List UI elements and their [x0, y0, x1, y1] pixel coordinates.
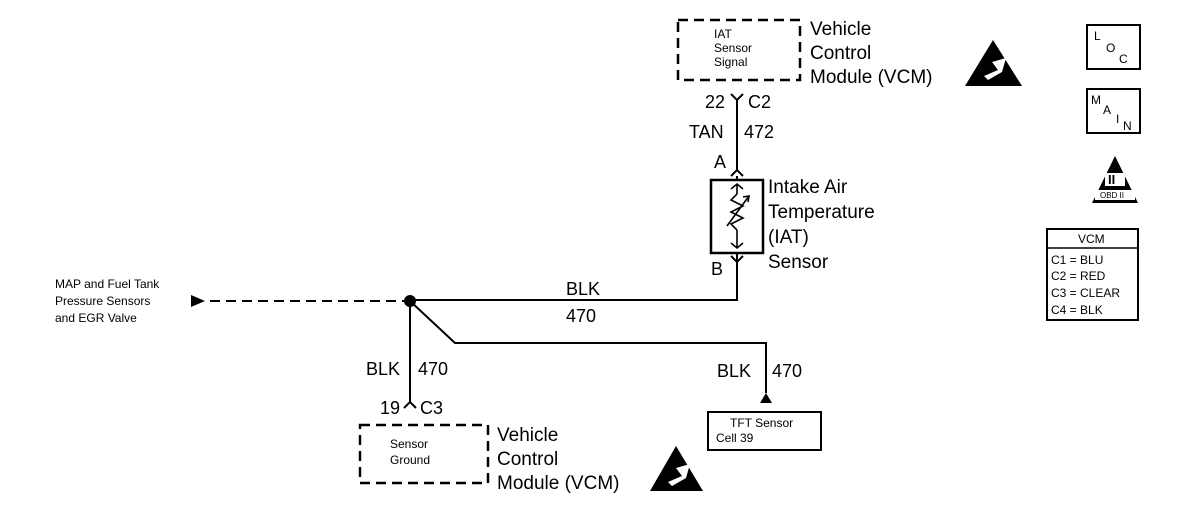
svg-text:L: L: [1094, 29, 1101, 43]
legend-row: C4 = BLK: [1051, 303, 1103, 317]
tft-sensor-box: [707, 411, 822, 451]
iat-label-line: (IAT): [768, 227, 809, 248]
vcm-bottom-connector: C3: [420, 398, 443, 418]
vcm-bottom-title-line: Control: [497, 449, 558, 470]
wire-tft-circuit: 470: [772, 361, 802, 381]
iat-label-line: Sensor: [768, 252, 829, 273]
svg-text:M: M: [1091, 93, 1101, 107]
male-connector-symbol: [730, 168, 744, 177]
loc-icon: L O C: [1086, 24, 1141, 70]
reference-arrow-icon: [760, 393, 772, 403]
wire-down-color: BLK: [366, 359, 400, 379]
wire-blk-470-tft: [409, 300, 767, 393]
vcm-top-title-line: Module (VCM): [810, 67, 932, 88]
svg-text:A: A: [1103, 103, 1111, 117]
male-connector-symbol: [403, 400, 417, 409]
vcm-top-title-line: Vehicle: [810, 19, 871, 40]
legend-row: C3 = CLEAR: [1051, 286, 1120, 300]
wire-top-color: TAN: [689, 122, 724, 142]
wire-down-circuit: 470: [418, 359, 448, 379]
vcm-top-dashed-box: [676, 18, 802, 82]
iat-pin-a: A: [714, 152, 726, 172]
svg-text:C: C: [1119, 52, 1128, 66]
left-ref-line: MAP and Fuel Tank: [55, 277, 160, 291]
vcm-top-connector: C2: [748, 92, 771, 112]
legend-row: C1 = BLU: [1051, 253, 1103, 267]
vcm-top-box-line: Sensor: [714, 41, 752, 55]
vcm-top-pin: 22: [705, 92, 725, 112]
legend-row: C2 = RED: [1051, 269, 1106, 283]
vcm-bottom-title-line: Module (VCM): [497, 473, 619, 494]
svg-text:N: N: [1123, 119, 1132, 133]
esd-warning-icon: [965, 40, 1022, 86]
wire-tft-color: BLK: [717, 361, 751, 381]
tft-box-line: Cell 39: [716, 431, 754, 445]
iat-label-line: Temperature: [768, 202, 875, 223]
wire-blk-470-main: [410, 262, 738, 301]
iat-label-line: Intake Air: [768, 177, 848, 198]
wire-top-circuit: 472: [744, 122, 774, 142]
vcm-bottom-pin: 19: [380, 398, 400, 418]
tft-box-line: TFT Sensor: [730, 416, 793, 430]
female-connector-symbol: [730, 93, 744, 102]
left-ref-line: Pressure Sensors: [55, 294, 150, 308]
obd-ii-icon: II OBD II: [1092, 156, 1138, 203]
svg-text:O: O: [1106, 41, 1115, 55]
iat-pin-b: B: [711, 259, 723, 279]
vcm-connector-legend: VCM C1 = BLU C2 = RED C3 = CLEAR C4 = BL…: [1046, 228, 1139, 321]
main-icon: M A I N: [1086, 88, 1141, 134]
ground-wire-circuit: 470: [566, 306, 596, 326]
vcm-top-box-line: IAT: [714, 27, 732, 41]
esd-warning-icon: [650, 446, 703, 491]
vcm-top-title-line: Control: [810, 43, 871, 64]
svg-text:I: I: [1116, 112, 1119, 126]
vcm-bottom-box-line: Ground: [390, 453, 430, 467]
vcm-bottom-box-line: Sensor: [390, 437, 428, 451]
legend-title: VCM: [1078, 232, 1105, 246]
left-ref-line: and EGR Valve: [55, 311, 137, 325]
svg-text:II: II: [1108, 172, 1115, 187]
vcm-bottom-title-line: Vehicle: [497, 425, 558, 446]
svg-text:OBD II: OBD II: [1100, 191, 1124, 200]
vcm-bottom-dashed-box: [358, 423, 490, 485]
reference-arrow-icon: [191, 295, 205, 307]
ground-wire-color: BLK: [566, 279, 600, 299]
vcm-top-box-line: Signal: [714, 55, 747, 69]
thermistor-icon: [726, 182, 750, 250]
